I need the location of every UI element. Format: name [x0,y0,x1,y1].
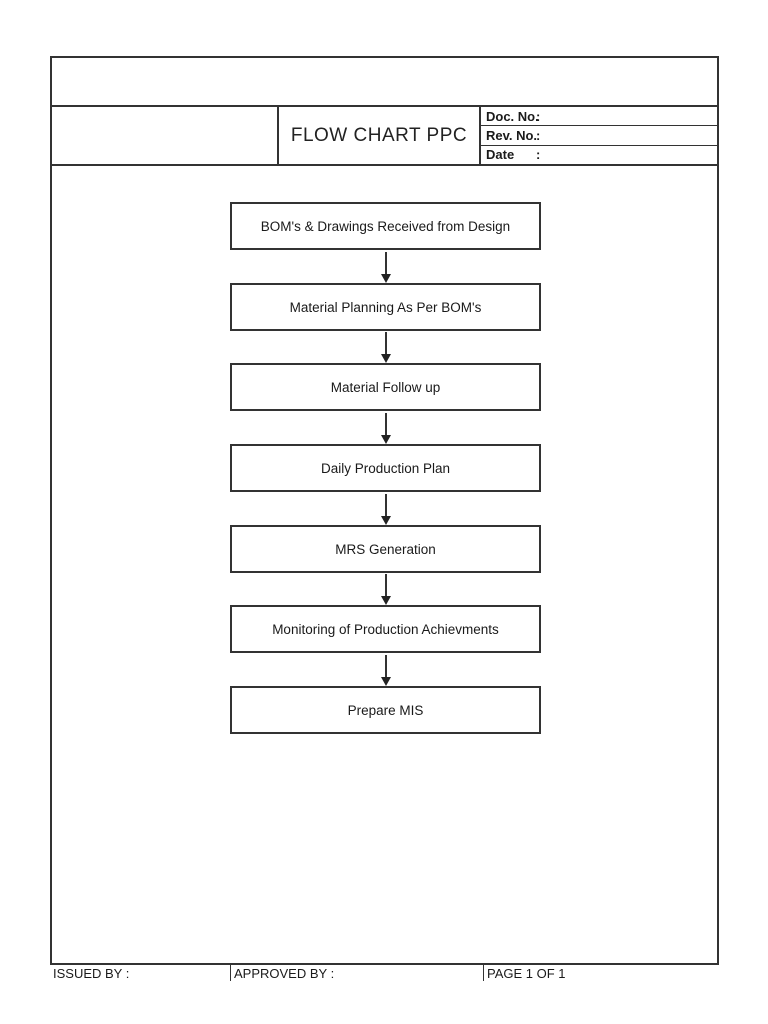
footer-approved-by: APPROVED BY : [230,965,483,981]
rev-no-colon: : [536,127,541,143]
arrow-head [380,354,391,363]
rev-no-label: Rev. No. [486,127,538,143]
flow-step-6: Monitoring of Production Achievments [230,605,541,653]
meta-row-rev-no: Rev. No. : [481,126,717,146]
arrow-head [380,274,391,283]
arrow-shaft [384,655,387,677]
down-arrow-icon [379,494,392,525]
arrow-shaft [384,413,387,435]
footer-page-number: PAGE 1 OF 1 [483,965,719,981]
arrow-shaft [384,494,387,516]
flow-step-4: Daily Production Plan [230,444,541,492]
date-label: Date [486,147,515,163]
date-colon: : [536,147,541,163]
meta-row-doc-no: Doc. No. : [481,107,717,127]
down-arrow-icon [379,413,392,444]
down-arrow-icon [379,655,392,686]
arrow-head [380,516,391,525]
down-arrow-icon [379,252,392,283]
flow-step-5: MRS Generation [230,525,541,573]
document-title: FLOW CHART PPC [279,107,481,164]
doc-no-colon: : [536,108,541,124]
arrow-shaft [384,574,387,596]
document-footer: ISSUED BY : APPROVED BY : PAGE 1 OF 1 [50,963,719,981]
header-logo-area [52,58,717,107]
arrow-shaft [384,252,387,274]
header-row: FLOW CHART PPC Doc. No. : Rev. No. : Dat… [52,107,717,166]
footer-issued-by: ISSUED BY : [53,965,130,981]
header-left-cell [52,107,279,164]
down-arrow-icon [379,332,392,363]
arrow-head [380,677,391,686]
arrow-shaft [384,332,387,354]
doc-no-label: Doc. No. [486,108,539,124]
arrow-head [380,435,391,444]
flow-step-3: Material Follow up [230,363,541,411]
down-arrow-icon [379,574,392,605]
arrow-head [380,596,391,605]
flow-step-7: Prepare MIS [230,686,541,734]
flow-step-2: Material Planning As Per BOM's [230,283,541,331]
meta-row-date: Date : [481,146,717,164]
flow-step-1: BOM's & Drawings Received from Design [230,202,541,250]
header-meta-table: Doc. No. : Rev. No. : Date : [481,107,717,164]
